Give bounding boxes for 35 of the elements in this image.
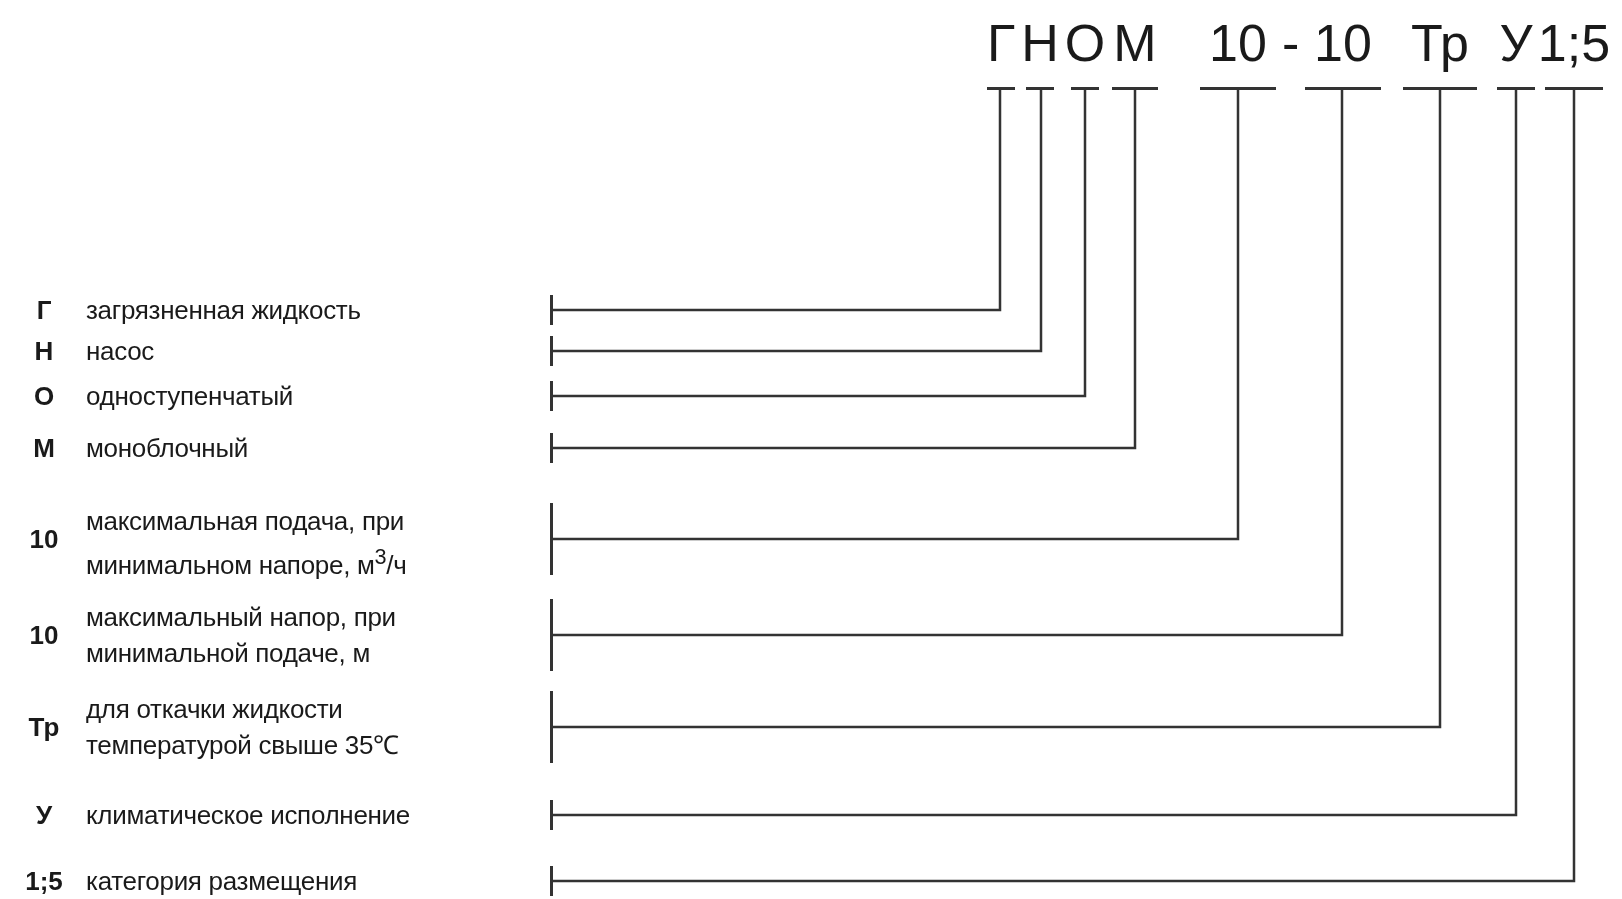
- description-text: максимальная подача, при минимальном напоре, м$^{3}$/ч: [86, 505, 408, 582]
- code-letter: О: [32, 381, 56, 411]
- description-text: моноблочный: [86, 433, 250, 463]
- leader-line: [553, 90, 1087, 398]
- description-text: для откачки жидкости температурой свыше 35℃: [86, 693, 400, 762]
- leader-line: [553, 90, 1344, 637]
- description-text: одноступенчатый: [86, 381, 295, 411]
- leader-line: [553, 90, 1137, 450]
- code-letter: 1;5: [1537, 13, 1611, 74]
- description-text: насос: [86, 336, 156, 366]
- description-text: максимальный напор, при минимальной подаче, м: [86, 601, 397, 670]
- leader-line: [553, 90, 1442, 729]
- code-letter: Г: [35, 295, 53, 325]
- code-letter: Тр: [27, 712, 61, 742]
- code-letter: Н: [1021, 13, 1059, 74]
- code-letter: М: [1113, 13, 1157, 74]
- description-text: загрязненная жидкость: [86, 295, 362, 325]
- code-letter: М: [32, 433, 56, 463]
- code-letter: 10: [1209, 13, 1267, 74]
- code-letter: 1;5: [24, 866, 64, 896]
- code-letter: О: [1064, 13, 1106, 74]
- code-letter: Тр: [1411, 13, 1469, 74]
- description-text: категория размещения: [86, 866, 358, 896]
- description-text: климатическое исполнение: [86, 800, 411, 830]
- separator-text: -: [1282, 13, 1300, 74]
- code-letter: У: [34, 800, 54, 830]
- leader-line: [553, 90, 1002, 312]
- leader-line: [553, 90, 1240, 541]
- code-letter: 10: [1314, 13, 1372, 74]
- code-letter: У: [1499, 13, 1533, 74]
- code-letter: Г: [986, 13, 1016, 74]
- leader-line: [553, 90, 1043, 353]
- code-letter: 10: [28, 620, 60, 650]
- code-letter: 10: [28, 524, 60, 554]
- code-letter: Н: [33, 336, 55, 366]
